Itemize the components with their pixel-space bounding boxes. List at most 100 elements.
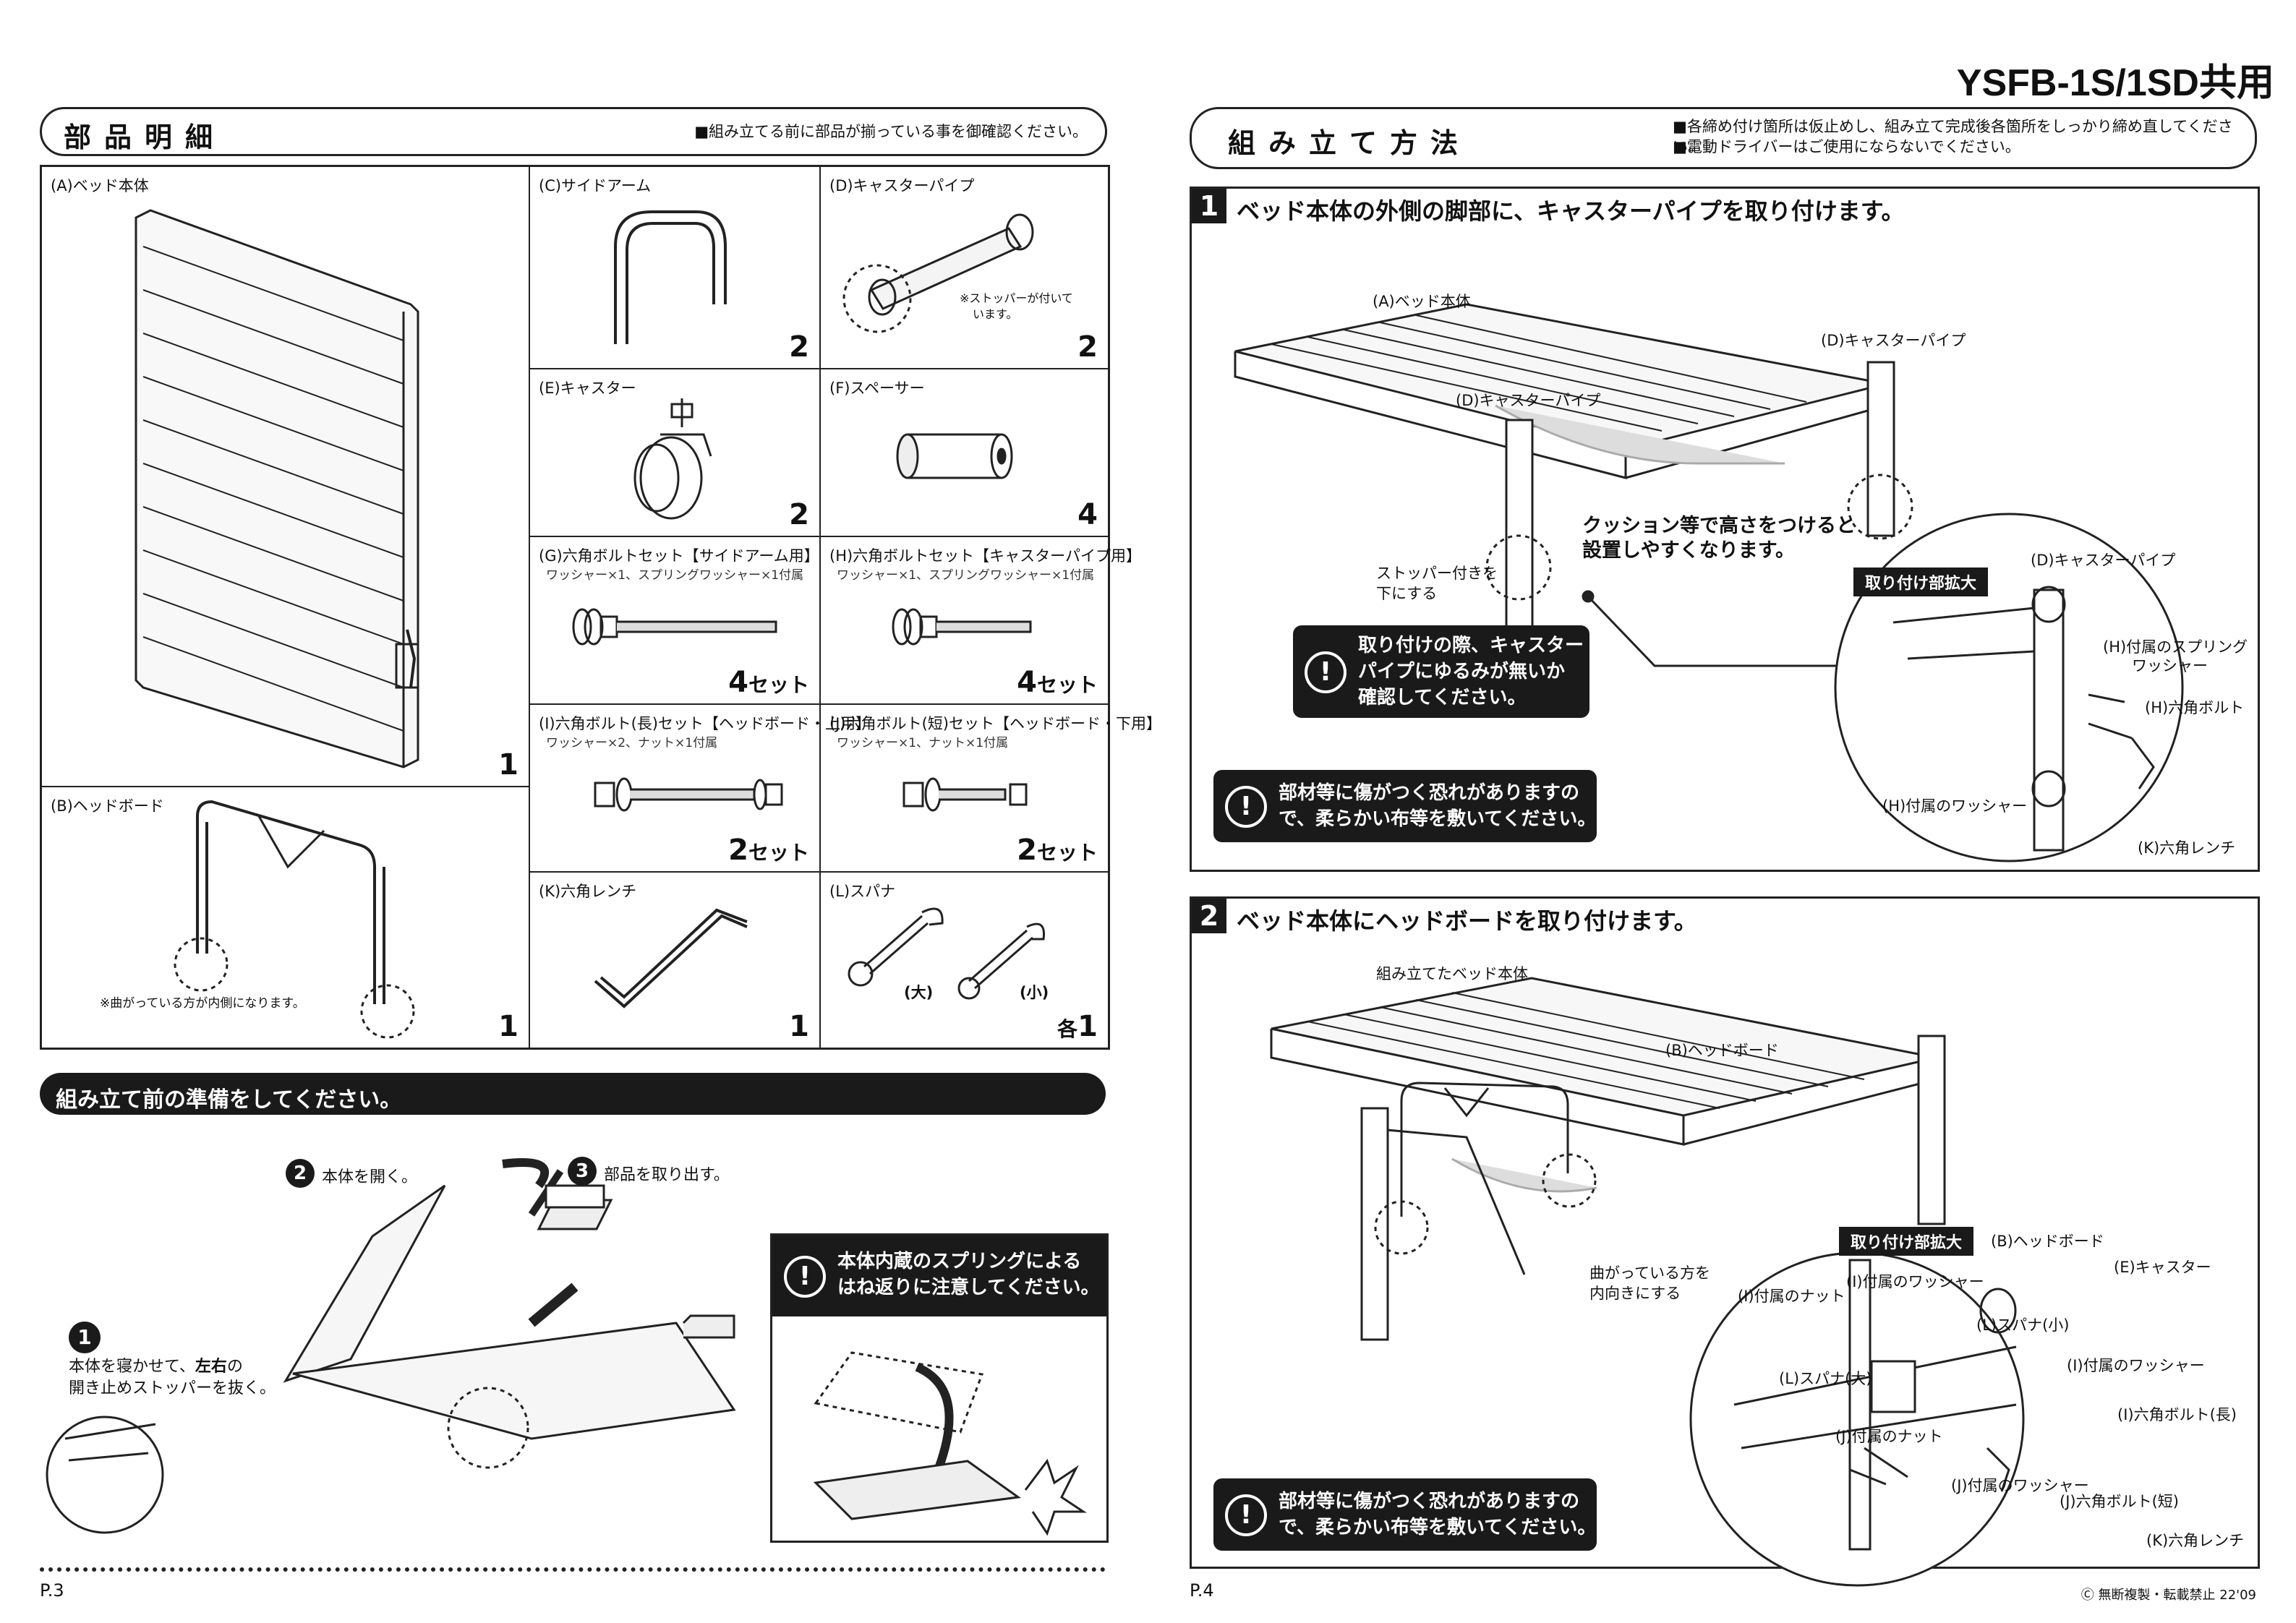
part-d-label: (D)キャスターパイプ (829, 177, 975, 194)
step2-zoom-wrench: (K)六角レンチ (2146, 1532, 2245, 1549)
exclamation-icon: ! (1225, 1494, 1267, 1536)
step2-zoom-i-washer-2: (I)付属のワッシャー (2067, 1357, 2205, 1374)
step2-curve-2: 内向きにする (1589, 1285, 1681, 1302)
part-i-qty: 2セット (728, 834, 809, 867)
prep-step3-num: 3 (568, 1157, 597, 1186)
prep-step1-text: 本体を寝かせて、左右の 開き止めストッパーを抜く。 (69, 1356, 276, 1400)
prep-title: 組み立て前の準備をしてください。 (56, 1087, 402, 1113)
part-k-cell: (K)六角レンチ 1 (530, 873, 821, 1048)
step2-assembled-label: 組み立てたベッド本体 (1376, 965, 1528, 982)
step1-caster-pipe-label-1: (D)キャスターパイプ (1456, 392, 1601, 409)
step1-warn2-line2: で、柔らかい布等を敷いてください。 (1279, 808, 1597, 830)
part-b-qty: 1 (498, 1010, 518, 1043)
step2-bed-illustration (1270, 977, 2025, 1587)
part-f-cell: (F)スペーサー 4 (821, 369, 1108, 537)
part-h-label: (H)六角ボルトセット【キャスターパイプ用】 (829, 547, 1141, 565)
step1-zoom-bolt: (H)六角ボルト (2145, 699, 2245, 716)
bolt-h-illustration (892, 608, 1032, 646)
step2-zoom-j-bolt: (J)六角ボルト(短) (2060, 1493, 2179, 1510)
step2-zoom-tag: 取り付け部拡大 (1839, 1227, 1974, 1256)
prep-step1-num: 1 (69, 1322, 101, 1353)
step1-warn1-line1: 取り付けの際、キャスター (1358, 635, 1584, 656)
bolt-g-illustration (572, 608, 777, 646)
parts-header-note: ■組み立てる前に部品が揃っている事を御確認ください。 (694, 123, 1088, 140)
bolt-j-illustration (902, 777, 1028, 812)
part-k-qty: 1 (789, 1010, 809, 1043)
assembly-header-note-1: ■各締め付け箇所は仮止めし、組み立て完成後各箇所をしっかり締め直してください。 (1673, 118, 2233, 155)
spacer-illustration (896, 433, 1013, 479)
step2-zoom-i-bolt: (I)六角ボルト(長) (2117, 1406, 2237, 1423)
hex-wrench-illustration (594, 908, 748, 1009)
step1-zoom-spring-2: ワッシャー (2132, 657, 2208, 675)
side-arm-illustration (614, 210, 727, 344)
part-i-sub: ワッシャー×2、ナット×1付属 (546, 736, 718, 750)
parts-header-title: 部品明細 (64, 121, 226, 153)
caster-illustration (633, 398, 712, 520)
step2-zoom-spanner-small: (L)スパナ(小) (1976, 1316, 2070, 1334)
prep-warning-line1: 本体内蔵のスプリングによる (837, 1251, 1082, 1272)
step2-title: ベッド本体にヘッドボードを取り付けます。 (1237, 907, 1697, 935)
part-g-label: (G)六角ボルトセット【サイドアーム用】 (539, 547, 819, 565)
step2-number: 2 (1192, 899, 1226, 933)
caster-pipe-illustration (842, 213, 1034, 333)
step2-zoom-i-nut: (I)付属のナット (1738, 1288, 1845, 1305)
step1-stopper-2: 下にする (1376, 585, 1438, 602)
part-d-note-1: ※ストッパーが付いて (960, 291, 1073, 305)
part-j-label: (J)六角ボルト(短)セット【ヘッドボード・下用】 (829, 715, 1161, 732)
step1-zoom-tag: 取り付け部拡大 (1853, 568, 1989, 596)
step2-headboard-label: (B)ヘッドボード (1665, 1042, 1779, 1059)
part-h-sub: ワッシャー×1、スプリングワッシャー×1付属 (837, 568, 1095, 583)
assembly-header: 組み立て方法 ■各締め付け箇所は仮止めし、組み立て完成後各箇所をしっかり締め直し… (1190, 107, 2257, 169)
prep-step1-c: の (226, 1358, 243, 1376)
parts-table: (A)ベッド本体 1 (B)ヘッドボード (40, 165, 1161, 1050)
part-l-qty: 各1 (1057, 1010, 1098, 1043)
spanner-illustration (848, 907, 1046, 1000)
part-b-label: (B)ヘッドボード (51, 797, 164, 815)
step1-bed-illustration (1234, 303, 2184, 862)
prep-illustration (46, 1158, 736, 1534)
part-i-cell: (I)六角ボルト(長)セット【ヘッドボード・上用】 ワッシャー×2、ナット×1付… (530, 705, 871, 873)
prep-step1-a: 本体を寝かせて、 (69, 1358, 195, 1376)
step1-stopper-1: ストッパー付きを (1376, 565, 1498, 582)
part-i-label: (I)六角ボルト(長)セット【ヘッドボード・上用】 (539, 715, 871, 732)
bolt-i-illustration (594, 777, 783, 812)
step1-cushion-2: 設置しやすくなります。 (1582, 539, 1796, 562)
step1-bed-label: (A)ベッド本体 (1373, 293, 1471, 310)
part-k-label: (K)六角レンチ (539, 883, 637, 900)
step2-zoom-j-washer: (J)付属のワッシャー (1951, 1477, 2089, 1494)
part-a-qty: 1 (498, 748, 518, 781)
step1-warn1-line2: パイプにゆるみが無いか (1358, 661, 1566, 682)
part-j-qty-unit: セット (1036, 841, 1098, 865)
part-l-label: (L)スパナ (829, 883, 896, 900)
part-i-qty-unit: セット (748, 841, 809, 865)
part-h-qty-unit: セット (1036, 673, 1098, 697)
step1-warning-2: ! 部材等に傷がつく恐れがありますの で、柔らかい布等を敷いてください。 (1213, 770, 1597, 842)
step2-box: 2 ベッド本体にヘッドボードを取り付けます。 (1190, 896, 2260, 1587)
headboard-illustration (174, 800, 415, 1039)
step2-zoom-spanner-large: (L)スパナ(大) (1779, 1370, 1872, 1387)
part-l-cell: (L)スパナ (大) (小) 各1 (821, 873, 1108, 1048)
part-h-qty: 4セット (1017, 666, 1098, 699)
part-d-qty: 2 (1077, 330, 1098, 364)
step2-zoom-j-nut: (J)付属のナット (1835, 1428, 1943, 1445)
part-h-cell: (H)六角ボルトセット【キャスターパイプ用】 ワッシャー×1、スプリングワッシャ… (821, 537, 1141, 705)
part-j-qty-num: 2 (1017, 834, 1037, 867)
part-e-qty: 2 (789, 498, 809, 531)
step1-zoom-wrench: (K)六角レンチ (2138, 839, 2236, 857)
step1-warn1-line3: 確認してください。 (1358, 687, 1527, 708)
exclamation-icon: ! (1305, 651, 1347, 693)
part-f-qty: 4 (1077, 498, 1098, 531)
step1-title: ベッド本体の外側の脚部に、キャスターパイプを取り付けます。 (1237, 197, 1905, 225)
part-j-qty: 2セット (1017, 834, 1098, 867)
part-g-qty-num: 4 (728, 666, 748, 699)
prep-step2-text: 本体を開く。 (322, 1168, 418, 1186)
part-l-qty-num: 1 (1077, 1010, 1098, 1043)
part-j-cell: (J)六角ボルト(短)セット【ヘッドボード・下用】 ワッシャー×1、ナット×1付… (821, 705, 1161, 873)
part-i-qty-num: 2 (728, 834, 748, 867)
step1-zoom-washer: (H)付属のワッシャー (1882, 797, 2028, 815)
model-title: YSFB-1S/1SD共用 (1956, 62, 2274, 104)
step1-zoom-spring-1: (H)付属のスプリング (2103, 638, 2248, 656)
step1-number: 1 (1192, 189, 1226, 223)
part-e-cell: (E)キャスター 2 (530, 369, 821, 537)
prep-step2-num: 2 (286, 1159, 315, 1188)
